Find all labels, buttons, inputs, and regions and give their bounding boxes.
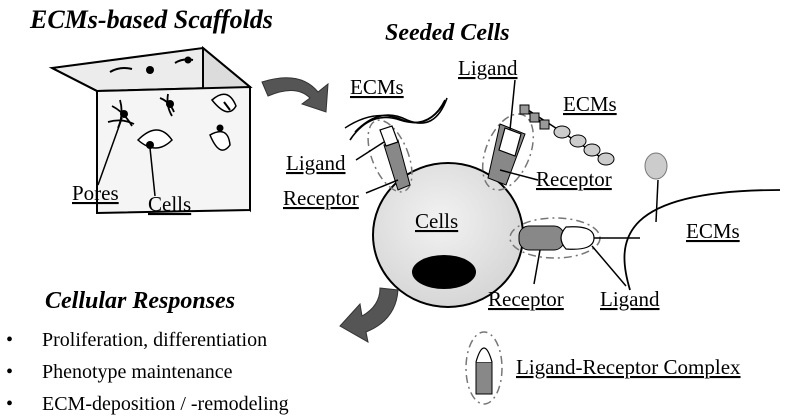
receptor-left-label: Receptor bbox=[283, 186, 359, 210]
top-ligand bbox=[498, 127, 522, 157]
cellular-responses-title: Cellular Responses bbox=[45, 288, 235, 314]
ligand-top-label: Ligand bbox=[458, 56, 518, 80]
ecms-right-label: ECMs bbox=[686, 219, 740, 243]
top-ligand-receptor-complex bbox=[481, 79, 615, 191]
bullet: • bbox=[6, 329, 13, 351]
legend-label: Ligand-Receptor Complex bbox=[516, 355, 741, 379]
bullet: • bbox=[6, 361, 13, 383]
ecms-left-label: ECMs bbox=[350, 75, 404, 99]
response-item: Phenotype maintenance bbox=[42, 361, 233, 383]
responses-list: • Proliferation, differentiation • Pheno… bbox=[6, 329, 289, 415]
right-ligand bbox=[560, 226, 595, 250]
ecm-globule bbox=[644, 152, 668, 180]
scaffold-cube bbox=[48, 45, 253, 215]
scaffold-cell-dot bbox=[184, 56, 192, 64]
ligand-left-label: Ligand bbox=[286, 151, 346, 175]
response-item: ECM-deposition / -remodeling bbox=[42, 393, 289, 415]
pores-pointer bbox=[97, 117, 123, 186]
pores-label: Pores bbox=[72, 181, 119, 205]
pore bbox=[209, 130, 231, 151]
scaffold-cell-dot bbox=[166, 100, 174, 108]
right-ligand-receptor-complex bbox=[509, 152, 781, 291]
scaffold-cell-dot bbox=[146, 66, 154, 74]
arrow-to-responses bbox=[339, 287, 399, 343]
seeded-cells-title: Seeded Cells bbox=[385, 20, 510, 46]
cube-front-face bbox=[96, 85, 251, 215]
scaffold-cell-dot bbox=[146, 141, 154, 149]
cells-pointer bbox=[149, 147, 156, 197]
cell-label: Cells bbox=[415, 209, 458, 233]
scaffold-cells-label: Cells bbox=[148, 192, 191, 216]
response-item: Proliferation, differentiation bbox=[42, 329, 267, 351]
cell-nucleus bbox=[412, 255, 476, 289]
legend-complex-symbol bbox=[465, 331, 503, 405]
left-ligand bbox=[379, 125, 399, 147]
ligand-bottom-label: Ligand bbox=[600, 287, 660, 311]
left-receptor bbox=[383, 139, 411, 191]
left-ligand-receptor-complex bbox=[344, 97, 448, 193]
receptor-top-label: Receptor bbox=[536, 167, 612, 191]
bullet: • bbox=[6, 393, 13, 415]
scaffold-cell-dot bbox=[120, 110, 128, 118]
ecms-top-label: ECMs bbox=[563, 92, 617, 116]
arrow-to-seeded-cells bbox=[261, 77, 329, 113]
receptor-bottom-label: Receptor bbox=[488, 287, 564, 311]
scaffolds-title: ECMs-based Scaffolds bbox=[29, 5, 273, 34]
right-receptor bbox=[518, 225, 565, 251]
